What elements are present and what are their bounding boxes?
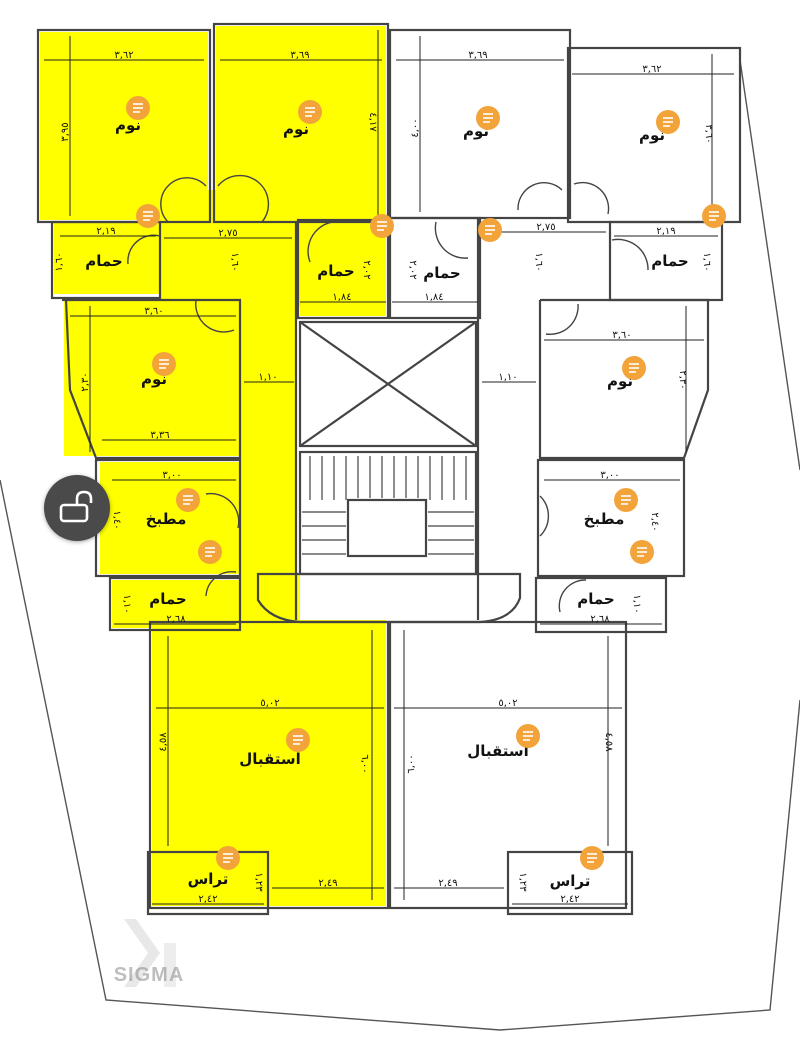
dimension-label: ٢,٦٨	[166, 614, 186, 625]
room-name: حمام	[317, 262, 355, 280]
room-labels: نوم نوم نوم نوم حمام حمام حمام حمام نوم …	[85, 116, 689, 890]
dimension-label: ٢,٤٩	[318, 878, 337, 889]
dimension-label: ٢,٣٠	[80, 372, 91, 391]
room-name: حمام	[577, 590, 615, 608]
note-icon[interactable]	[370, 214, 394, 238]
note-icon[interactable]	[126, 96, 150, 120]
walls	[36, 22, 742, 916]
note-icon[interactable]	[630, 540, 654, 564]
dimension-label: ٣,٦٠	[612, 330, 631, 341]
dimension-label: ٣,٦٩	[290, 50, 309, 61]
dimension-label: ١,٨٤	[332, 292, 351, 303]
note-icon[interactable]	[176, 488, 200, 512]
dimension-label: ٢,٣٠	[677, 370, 688, 389]
dimension-label: ٣,٦٠	[144, 306, 163, 317]
note-icon[interactable]	[702, 204, 726, 228]
plot-boundary	[0, 59, 800, 1031]
dimension-label: ٢,٤٢	[198, 894, 217, 905]
dimension-label: ٥,٠٢	[260, 698, 279, 709]
note-icon[interactable]	[580, 846, 604, 870]
dimension-label: ١,١٠	[498, 372, 517, 383]
dimension-label: ٢,١٩	[656, 226, 675, 237]
dimension-label: ٢,٠٢	[407, 260, 418, 279]
dimension-label: ٤,٥٨	[158, 732, 169, 752]
watermark-text: SIGMA	[113, 964, 185, 986]
note-icon[interactable]	[152, 352, 176, 376]
dimension-label: ٦,٠٠	[359, 754, 370, 773]
dimension-label: ٣,٠٠	[600, 470, 619, 481]
dimension-label: ٣,٩٥	[60, 122, 71, 141]
room-name: حمام	[85, 252, 123, 270]
dimension-label: ٢,١٩	[96, 226, 115, 237]
dimension-label: ١,٦٠	[54, 252, 65, 271]
dimension-label: ١,٦٠	[229, 252, 240, 271]
room-name: نوم	[115, 116, 141, 134]
watermark-logo-icon	[124, 919, 176, 987]
dimension-label: ٤,٠٠	[410, 118, 421, 137]
dimension-label: ٣,٦٢	[642, 64, 661, 75]
room-name: تراس	[188, 870, 229, 888]
dimension-label: ١,٨٤	[424, 292, 443, 303]
room-name: حمام	[149, 590, 187, 608]
note-icon[interactable]	[476, 106, 500, 130]
room-name: استقبال	[467, 742, 529, 760]
dimension-label: ١,١٠	[258, 372, 277, 383]
room-name: مطبخ	[584, 510, 625, 528]
dimension-label: ٢,٧٥	[218, 228, 237, 239]
room-name: حمام	[423, 264, 461, 282]
dimension-label: ٦,٠٠	[406, 754, 417, 773]
dimension-label: ٣,٦٢	[114, 50, 133, 61]
dimension-label: ٢,٦٨	[590, 614, 610, 625]
dimension-label: ٣,٠٠	[162, 470, 181, 481]
dimension-label: ٢,٤٠	[649, 512, 660, 531]
note-icon[interactable]	[298, 100, 322, 124]
note-icon[interactable]	[614, 488, 638, 512]
room-name: نوم	[639, 126, 665, 144]
dimension-label: ٣,٦٩	[468, 50, 487, 61]
dimension-label: ٣,٣٦	[150, 430, 169, 441]
note-icon[interactable]	[198, 540, 222, 564]
note-icon[interactable]	[286, 728, 310, 752]
room-name: نوم	[283, 120, 309, 138]
lock-button[interactable]	[44, 475, 110, 541]
dimension-label: ٤,١٧	[367, 112, 378, 132]
dimension-label: ٢,٤٩	[438, 878, 457, 889]
highlighted-apartment	[40, 26, 386, 906]
dimension-label: ٥,٠٢	[498, 698, 517, 709]
lock-icon	[59, 490, 93, 523]
dimension-label: ١,٦٠	[701, 252, 712, 271]
dimension-label: ٢,٠٢	[361, 260, 372, 279]
dimension-label: ١,١٠	[631, 594, 642, 613]
note-icon[interactable]	[516, 724, 540, 748]
dimension-label: ٢,٤٢	[560, 894, 579, 905]
dimension-label: ٤,٥٨	[603, 732, 614, 752]
dimension-label: ١,١٠	[121, 594, 132, 613]
note-icon[interactable]	[136, 204, 160, 228]
dimension-label: ٢,٧٥	[536, 222, 555, 233]
room-name: حمام	[651, 252, 689, 270]
dimension-label: ٣,٦٠	[703, 124, 714, 143]
note-icon[interactable]	[478, 218, 502, 242]
room-name: تراس	[550, 872, 591, 890]
dimension-labels: ٣,٦٢ ٣,٩٥ ٣,٦٩ ٤,١٧ ٣,٦٩ ٤,٠٠ ٣,٦٢ ٣,٦٠ …	[54, 50, 714, 905]
note-icon[interactable]	[622, 356, 646, 380]
note-icon[interactable]	[656, 110, 680, 134]
room-name: مطبخ	[146, 510, 187, 528]
note-icon[interactable]	[216, 846, 240, 870]
dimension-label: ١,٦٠	[533, 252, 544, 271]
dimension-label: ١,٢٣	[253, 872, 264, 892]
door-swings	[127, 174, 649, 613]
note-badges[interactable]	[126, 96, 726, 870]
dimension-label: ١,٢٣	[517, 872, 528, 892]
dimension-lines	[44, 30, 734, 905]
room-name: استقبال	[239, 750, 301, 768]
dimension-label: ١,٤٠	[111, 510, 122, 529]
